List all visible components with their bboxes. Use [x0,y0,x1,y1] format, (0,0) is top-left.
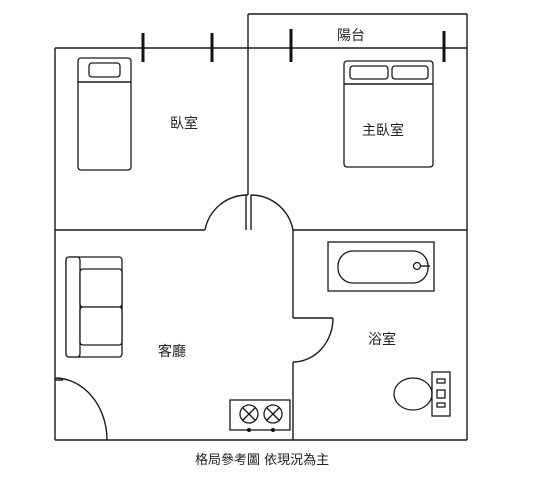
stove-knob [247,428,251,432]
bathtub-drain [412,261,422,271]
burner-right-grate [266,407,280,421]
balcony-label: 陽台 [337,28,365,44]
toilet [393,371,451,417]
plan-caption: 格局參考圖 依現況為主 [195,452,329,468]
double-bed-pillow-left [349,65,389,80]
doors [54,194,334,441]
sofa-cushion-top [79,268,123,308]
single-bed-frame [77,57,132,171]
burner-left-grate [242,407,256,421]
sofa [65,256,123,358]
single-bed [77,57,132,171]
walls [54,13,468,441]
stove [229,399,291,432]
bathroom-label: 浴室 [368,331,396,348]
toilet-tank-detail [436,402,446,408]
bedroom-label: 臥室 [170,115,198,132]
bathtub [327,241,435,292]
sofa-back [65,256,81,358]
living-room-label: 客廳 [158,343,186,360]
bedroom-door-swing [204,194,249,231]
master-door-swing [250,194,294,231]
bathtub-basin [337,250,429,284]
single-bed-pillow [88,62,121,78]
bathroom-door-swing [292,317,334,363]
double-bed [343,60,434,168]
entry-door-swing [54,377,108,441]
windows [141,29,446,62]
double-bed-frame [343,60,434,168]
master-bedroom-label: 主臥室 [362,122,404,139]
toilet-bowl [393,377,433,411]
toilet-tank-detail [436,389,446,399]
stove-knob [271,428,275,432]
sofa-cushion-bottom [79,306,123,346]
toilet-tank-detail [436,378,446,384]
double-bed-pillow-right [391,65,429,80]
